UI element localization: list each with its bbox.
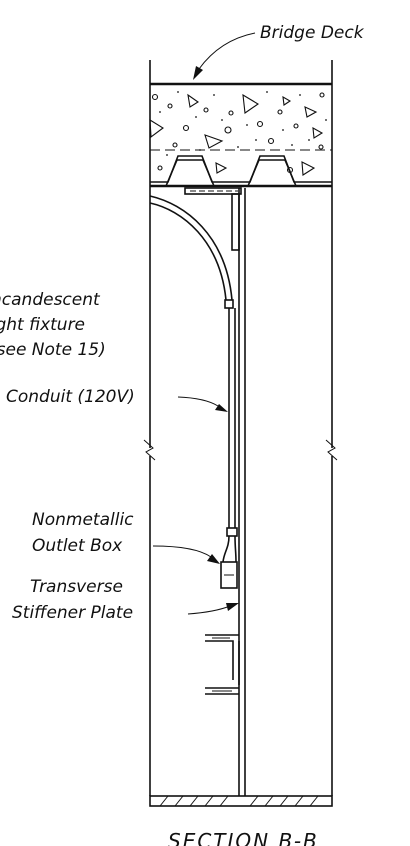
- outlet-box: [220, 561, 238, 589]
- lower-bracket-lower: [205, 687, 239, 695]
- outlet-box-leader: [152, 545, 212, 558]
- outlet-box-arrow: [207, 554, 220, 564]
- conduit: [222, 308, 238, 563]
- outlet-box-label-line1: Nonmetallic: [32, 510, 134, 530]
- metal-deck: [150, 155, 332, 187]
- light-fixture-label-line1: Incandescent: [0, 290, 101, 310]
- girder-left: [143, 60, 156, 796]
- bridge-deck-arrow: [193, 66, 203, 80]
- conduit-leader: [177, 396, 219, 407]
- conduit-label: Conduit (120V): [6, 387, 135, 407]
- bridge-deck-slab: [149, 82, 333, 188]
- light-fixture: [149, 195, 234, 309]
- bridge-deck-leader: [198, 32, 256, 70]
- light-fixture-label-line2: light fixture: [0, 315, 85, 335]
- stiffener-leader: [187, 605, 231, 615]
- bridge-deck-label: Bridge Deck: [260, 23, 365, 43]
- outlet-box-label-line2: Outlet Box: [32, 536, 123, 556]
- bottom-flange: [149, 795, 333, 807]
- girder-right: [325, 60, 338, 796]
- conduit-arrow: [215, 404, 228, 412]
- section-title: SECTION B-B: [168, 829, 319, 846]
- stiffener-plate: [238, 188, 246, 796]
- lower-bracket-upper: [205, 634, 240, 685]
- stiffener-label-line2: Stiffener Plate: [12, 603, 133, 623]
- light-fixture-label-line3: (see Note 15): [0, 340, 106, 360]
- stiffener-label-line1: Transverse: [30, 577, 123, 597]
- stiffener-arrow: [226, 603, 239, 611]
